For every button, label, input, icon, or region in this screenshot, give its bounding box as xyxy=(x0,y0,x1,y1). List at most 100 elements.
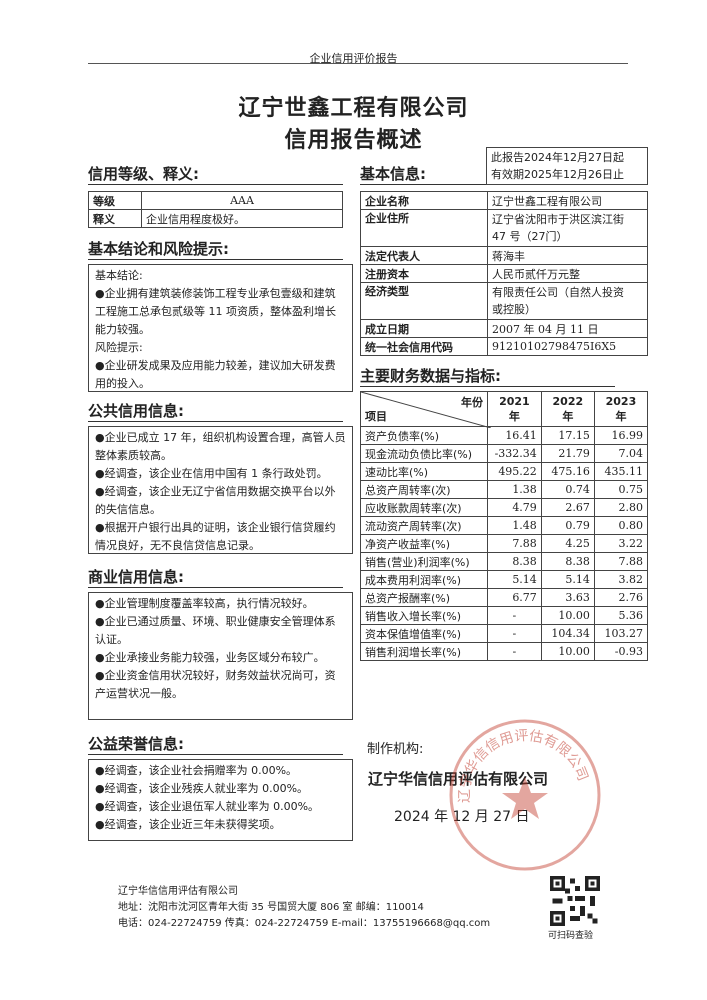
year-header: 2021 年 xyxy=(487,391,542,427)
section-divider xyxy=(360,184,486,185)
info-label: 注册资本 xyxy=(360,264,488,283)
metric-name: 资产负债率(%) xyxy=(360,426,488,445)
metric-value: 10.00 xyxy=(540,606,595,625)
metric-value: 0.80 xyxy=(593,516,649,535)
metric-value: 21.79 xyxy=(540,444,595,463)
business-credit-heading: 商业信用信息: xyxy=(88,568,184,586)
table-row: 企业名称 辽宁世鑫工程有限公司 xyxy=(360,191,648,210)
info-value: 辽宁省沈阳市于洪区滨江街 xyxy=(492,213,624,226)
rating-label: 等级 xyxy=(88,191,142,210)
verification-qr-code[interactable] xyxy=(550,876,600,926)
qr-icon xyxy=(550,876,600,926)
list-item: ●企业承接业务能力较强，业务区域分布较广。 xyxy=(95,651,325,664)
info-value: 有限责任公司（自然人投资 xyxy=(492,286,624,299)
metric-name: 销售利润增长率(%) xyxy=(360,642,488,661)
info-value: 91210102798475I6X5 xyxy=(487,337,648,356)
info-label: 成立日期 xyxy=(360,319,488,338)
list-item: ●经调查，该企业近三年未获得奖项。 xyxy=(95,818,281,831)
public-welfare-heading: 公益荣誉信息: xyxy=(88,735,184,753)
qr-caption: 可扫码查验 xyxy=(548,931,594,941)
table-row: 法定代表人 蒋海丰 xyxy=(360,246,648,265)
metric-value: 1.48 xyxy=(487,516,542,535)
metric-value: 3.82 xyxy=(593,570,649,589)
table-header-row: 年份 项目 2021 年 2022 年 2023 年 xyxy=(360,391,649,428)
metric-name: 资本保值增值率(%) xyxy=(360,624,488,643)
basic-conclusion-text: ●企业拥有建筑装修装饰工程专业承包壹级和建筑工程施工总承包贰级等 11 项资质，… xyxy=(95,287,336,336)
conclusion-box: 基本结论: ●企业拥有建筑装修装饰工程专业承包壹级和建筑工程施工总承包贰级等 1… xyxy=(88,264,353,392)
report-subtitle: 信用报告概述 xyxy=(284,128,423,153)
corner-diagonal xyxy=(361,392,491,428)
info-label: 企业住所 xyxy=(360,209,488,247)
validity-start: 此报告2024年12月27日起 xyxy=(491,151,624,164)
metric-value: 8.38 xyxy=(540,552,595,571)
metric-value: 5.14 xyxy=(487,570,542,589)
metric-value: 4.79 xyxy=(487,498,542,517)
seal-graphic: 辽宁华信信用评估有限公司 xyxy=(449,719,601,871)
section-divider xyxy=(88,421,343,422)
public-credit-box: ●企业已成立 17 年，组织机构设置合理，高管人员整体素质较高。 ●经调查，该企… xyxy=(88,426,353,554)
report-header: 企业信用评价报告 xyxy=(0,0,707,65)
table-row: 经济类型 有限责任公司（自然人投资 或控股） xyxy=(360,282,648,320)
metric-name: 总资产报酬率(%) xyxy=(360,588,488,607)
metric-value: - xyxy=(487,642,542,661)
financial-heading: 主要财务数据与指标: xyxy=(360,367,501,385)
basic-info-table: 企业名称 辽宁世鑫工程有限公司 企业住所 辽宁省沈阳市于洪区滨江街 47 号（2… xyxy=(360,191,648,356)
metric-value: 0.75 xyxy=(593,480,649,499)
year-header: 2023 年 xyxy=(593,391,649,427)
metric-name: 销售(营业)利润率(%) xyxy=(360,552,488,571)
company-title: 辽宁世鑫工程有限公司 xyxy=(238,96,469,121)
basic-conclusion-label: 基本结论: xyxy=(95,269,143,282)
metric-value: 10.00 xyxy=(540,642,595,661)
metric-name: 成本费用利润率(%) xyxy=(360,570,488,589)
metric-value: 104.34 xyxy=(540,624,595,643)
basic-info-heading: 基本信息: xyxy=(360,165,426,183)
list-item: ●企业已通过质量、环境、职业健康安全管理体系认证。 xyxy=(95,615,336,646)
metric-value: 7.88 xyxy=(593,552,649,571)
metric-value: 435.11 xyxy=(593,462,649,481)
metric-name: 应收账款周转率(次) xyxy=(360,498,488,517)
header-divider xyxy=(88,63,628,64)
metric-value: 1.38 xyxy=(487,480,542,499)
info-label: 经济类型 xyxy=(360,282,488,320)
metric-name: 现金流动负债比率(%) xyxy=(360,444,488,463)
list-item: ●经调查，该企业残疾人就业率为 0.00%。 xyxy=(95,782,309,795)
metric-value: - xyxy=(487,624,542,643)
business-credit-box: ●企业管理制度覆盖率较高，执行情况较好。 ●企业已通过质量、环境、职业健康安全管… xyxy=(88,592,353,720)
metric-value: 103.27 xyxy=(593,624,649,643)
info-label: 统一社会信用代码 xyxy=(360,337,488,356)
info-value-block: 有限责任公司（自然人投资 或控股） xyxy=(487,282,648,320)
corner-item-label: 项目 xyxy=(365,410,387,423)
list-item: ●经调查，该企业社会捐赠率为 0.00%。 xyxy=(95,764,298,777)
metric-value: 5.14 xyxy=(540,570,595,589)
metric-value: 6.77 xyxy=(487,588,542,607)
table-row: 企业住所 辽宁省沈阳市于洪区滨江街 47 号（27门） xyxy=(360,209,648,247)
metric-name: 总资产周转率(次) xyxy=(360,480,488,499)
definition-label: 释义 xyxy=(88,209,142,228)
risk-text: ●企业研发成果及应用能力较差，建议加大研发费用的投入。 xyxy=(95,359,336,390)
metric-value: 7.88 xyxy=(487,534,542,553)
public-welfare-box: ●经调查，该企业社会捐赠率为 0.00%。 ●经调查，该企业残疾人就业率为 0.… xyxy=(88,759,353,841)
public-credit-heading: 公共信用信息: xyxy=(88,402,184,420)
credit-rating-table: 等级 AAA 释义 企业信用程度极好。 xyxy=(88,191,343,228)
metric-value: 475.16 xyxy=(540,462,595,481)
corner-cell: 年份 项目 xyxy=(360,391,491,428)
info-value-block: 辽宁省沈阳市于洪区滨江街 47 号（27门） xyxy=(487,209,648,247)
section-divider xyxy=(88,259,343,260)
issuer-label: 制作机构: xyxy=(367,742,424,757)
validity-end: 有效期2025年12月26日止 xyxy=(491,168,624,181)
info-label: 法定代表人 xyxy=(360,246,488,265)
footer-info: 辽宁华信信用评估有限公司 地址：沈阳市沈河区青年大街 35 号国贸大厦 806 … xyxy=(118,884,538,932)
seal-star-icon xyxy=(502,777,548,819)
corner-year-label: 年份 xyxy=(461,396,483,409)
list-item: ●经调查，该企业在信用中国有 1 条行政处罚。 xyxy=(95,467,328,480)
metric-value: 0.74 xyxy=(540,480,595,499)
